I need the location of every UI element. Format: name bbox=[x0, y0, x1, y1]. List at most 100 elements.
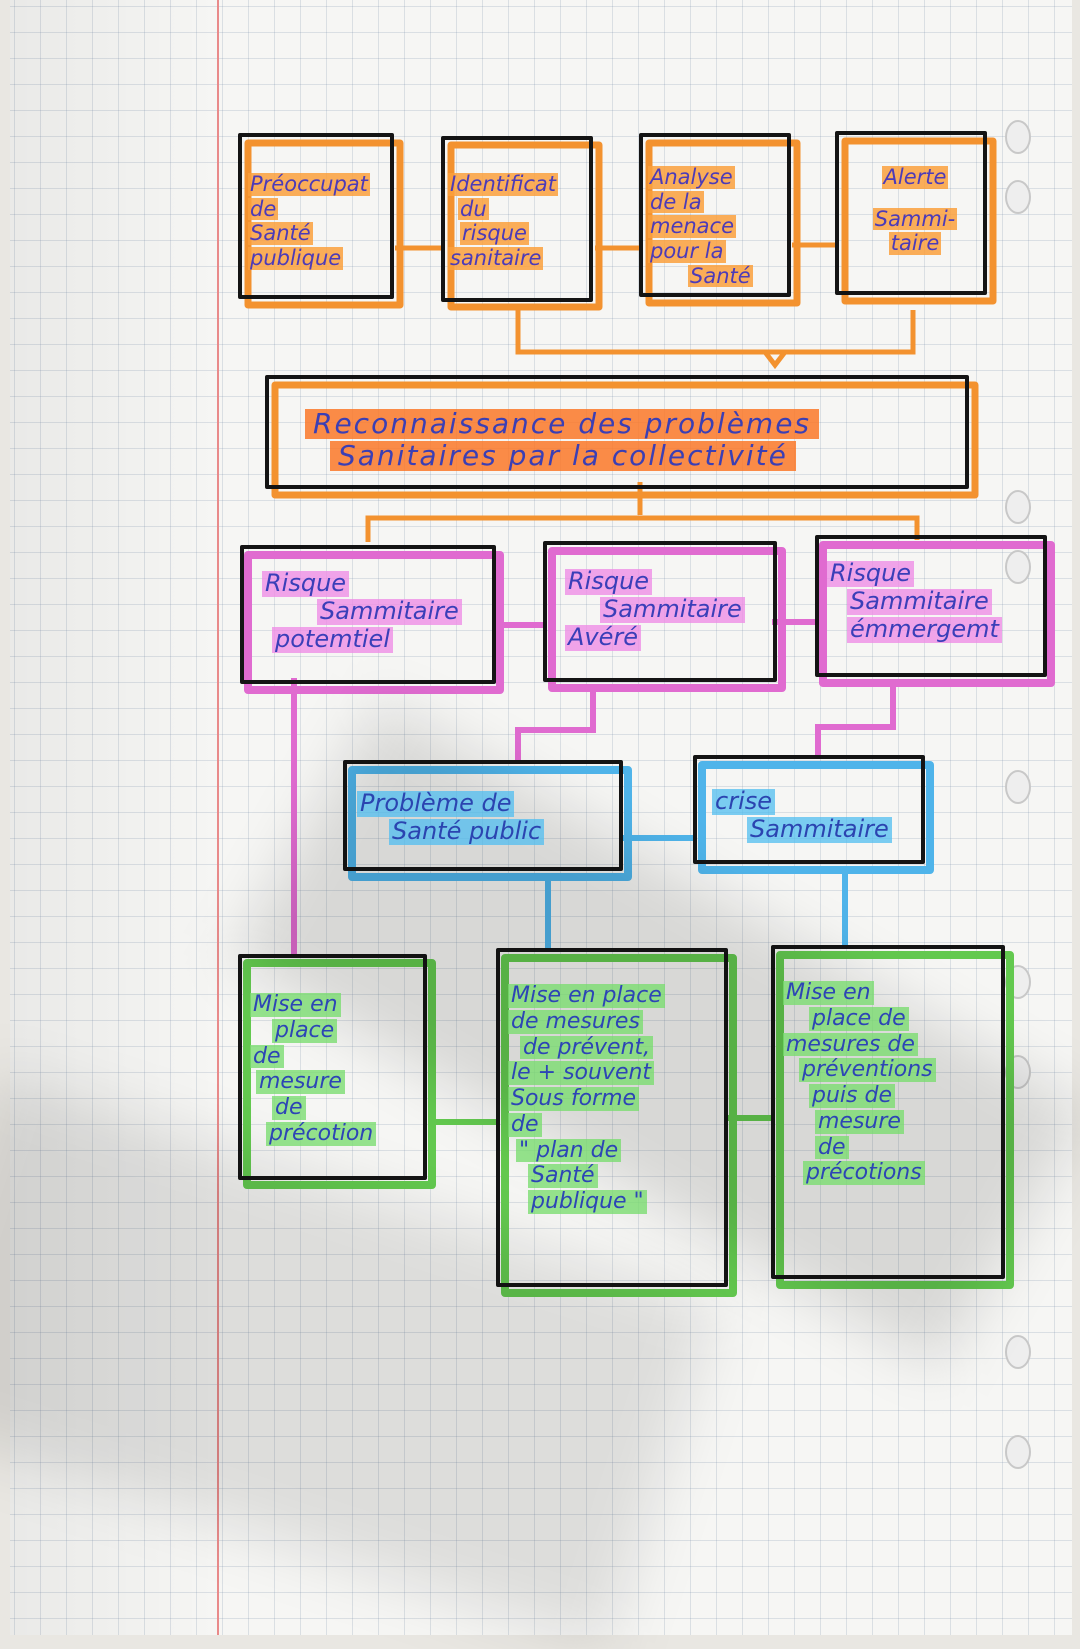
box-frame-risque-avere bbox=[543, 541, 777, 682]
binder-hole bbox=[1005, 1435, 1031, 1469]
box-line: Risque bbox=[827, 560, 915, 587]
box-line: Analyse bbox=[648, 165, 735, 189]
box-frame-alerte bbox=[835, 131, 987, 295]
box-frame-crise bbox=[693, 755, 925, 864]
blue-connectors bbox=[545, 835, 848, 950]
binder-hole bbox=[1005, 770, 1031, 804]
box-line: mesure bbox=[256, 1070, 345, 1094]
box-line: Problème de bbox=[357, 790, 515, 817]
box-frame-prevention-precaution bbox=[771, 945, 1005, 1279]
box-line: pour la bbox=[648, 239, 726, 264]
box-line: risque bbox=[460, 221, 529, 246]
box-risque-potentiel: Risque Sammitaire potemtiel bbox=[262, 570, 487, 654]
box-line: de bbox=[508, 1112, 542, 1137]
box-line: publique bbox=[248, 246, 344, 271]
box-probleme-sante: Problème de Santé public bbox=[357, 790, 612, 846]
box-line: de bbox=[250, 1044, 284, 1069]
box-risque-avere: Risque Sammitaire Avéré bbox=[565, 568, 770, 652]
box-line: sanitaire bbox=[448, 246, 544, 271]
box-line: de prévent, bbox=[520, 1035, 654, 1060]
box-shadow-risque-potentiel bbox=[244, 551, 504, 694]
box-line: de bbox=[272, 1096, 306, 1120]
connector-arrow bbox=[763, 350, 787, 370]
box-line: Reconnaissance des problèmes bbox=[305, 408, 820, 440]
box-line: place bbox=[272, 1018, 338, 1043]
box-line: Risque bbox=[565, 568, 653, 595]
connector-line bbox=[815, 683, 896, 758]
box-frame-risque-potentiel bbox=[240, 545, 496, 684]
box-shadow-crise bbox=[698, 761, 934, 874]
binder-hole bbox=[1005, 120, 1031, 154]
box-line: Santé bbox=[248, 221, 313, 246]
box-line: Sammi- bbox=[872, 206, 958, 231]
box-risque-emergent: Risque Sammitaire émmergemt bbox=[827, 560, 1042, 644]
box-shadow-plan-sante bbox=[501, 954, 737, 1297]
box-line: de la bbox=[648, 189, 704, 214]
box-line: mesures de bbox=[783, 1032, 918, 1057]
box-line: Sammitaire bbox=[317, 598, 462, 625]
box-line: du bbox=[458, 196, 489, 221]
box-line: Alerte bbox=[881, 165, 949, 189]
connector-line bbox=[515, 685, 596, 760]
box-line: de bbox=[815, 1135, 849, 1160]
box-shadow-probleme-sante bbox=[348, 766, 632, 881]
box-analyse: Analyse de la menace pour la Santé bbox=[648, 165, 788, 288]
box-frame-probleme-sante bbox=[343, 760, 623, 871]
box-shadow-risque-avere bbox=[548, 547, 786, 692]
box-line: publique " bbox=[528, 1190, 647, 1214]
box-line: Santé bbox=[528, 1164, 598, 1188]
box-line: Mise en bbox=[783, 981, 874, 1005]
box-line: Sanitaires par la collectivité bbox=[330, 440, 796, 472]
box-line: " plan de bbox=[516, 1138, 622, 1163]
box-line: Santé public bbox=[389, 818, 545, 845]
box-line: place de bbox=[809, 1006, 909, 1031]
connector-bracket bbox=[515, 308, 916, 355]
box-preoccupation: Préoccupat de Santé publique bbox=[248, 172, 388, 271]
box-alerte: Alerte Sammi- taire bbox=[855, 165, 975, 256]
box-shadow-prevention-precaution bbox=[776, 951, 1014, 1289]
box-frame-risque-emergent bbox=[815, 535, 1047, 677]
box-line: de bbox=[248, 196, 279, 221]
box-line: Mise en place bbox=[508, 984, 665, 1008]
box-line: émmergemt bbox=[847, 616, 1002, 643]
box-frame-analyse bbox=[639, 133, 791, 297]
box-line: potemtiel bbox=[272, 626, 393, 653]
box-line: Risque bbox=[262, 570, 350, 597]
box-line: précotions bbox=[803, 1161, 925, 1185]
box-frame-mesures-precaution bbox=[238, 954, 427, 1180]
box-line: Sammitaire bbox=[847, 588, 992, 615]
binder-hole bbox=[1005, 550, 1031, 584]
pink-connectors bbox=[291, 619, 896, 955]
box-shadow-risque-emergent bbox=[819, 541, 1055, 687]
box-shadow-mesures-precaution bbox=[243, 959, 436, 1189]
box-line: Sous forme bbox=[508, 1087, 640, 1111]
box-line: Avéré bbox=[565, 624, 642, 651]
box-line: taire bbox=[888, 231, 942, 256]
box-line: de mesures bbox=[508, 1009, 643, 1034]
box-identification: Identificat du risque sanitaire bbox=[448, 172, 588, 271]
box-shadow-identification bbox=[447, 141, 603, 311]
page-fold-shading bbox=[10, 0, 217, 1635]
binder-hole bbox=[1005, 1335, 1031, 1369]
box-plan-sante: Mise en place de mesures de prévent, le … bbox=[508, 983, 723, 1215]
box-prevention-precaution: Mise en place de mesures de préventions … bbox=[783, 980, 1003, 1186]
box-frame-plan-sante bbox=[496, 948, 728, 1287]
box-line: précotion bbox=[266, 1121, 377, 1146]
box-line: préventions bbox=[799, 1058, 936, 1082]
box-line: Santé bbox=[688, 263, 753, 288]
box-shadow-reconnaissance bbox=[271, 381, 979, 499]
box-line: Identificat bbox=[448, 172, 559, 196]
box-line: Sammitaire bbox=[600, 596, 745, 623]
box-crise: crise Sammitaire bbox=[712, 788, 922, 844]
box-frame-reconnaissance bbox=[265, 375, 969, 489]
margin-line bbox=[217, 0, 219, 1635]
box-line: Sammitaire bbox=[747, 816, 892, 843]
connector-bracket bbox=[365, 515, 920, 542]
box-line: mesure bbox=[815, 1109, 904, 1134]
binder-hole bbox=[1005, 490, 1031, 524]
box-mesures-precaution: Mise en place de mesure de précotion bbox=[250, 992, 425, 1147]
box-frame-identification bbox=[441, 136, 593, 302]
box-line: Mise en bbox=[250, 993, 341, 1017]
binder-hole bbox=[1005, 180, 1031, 214]
